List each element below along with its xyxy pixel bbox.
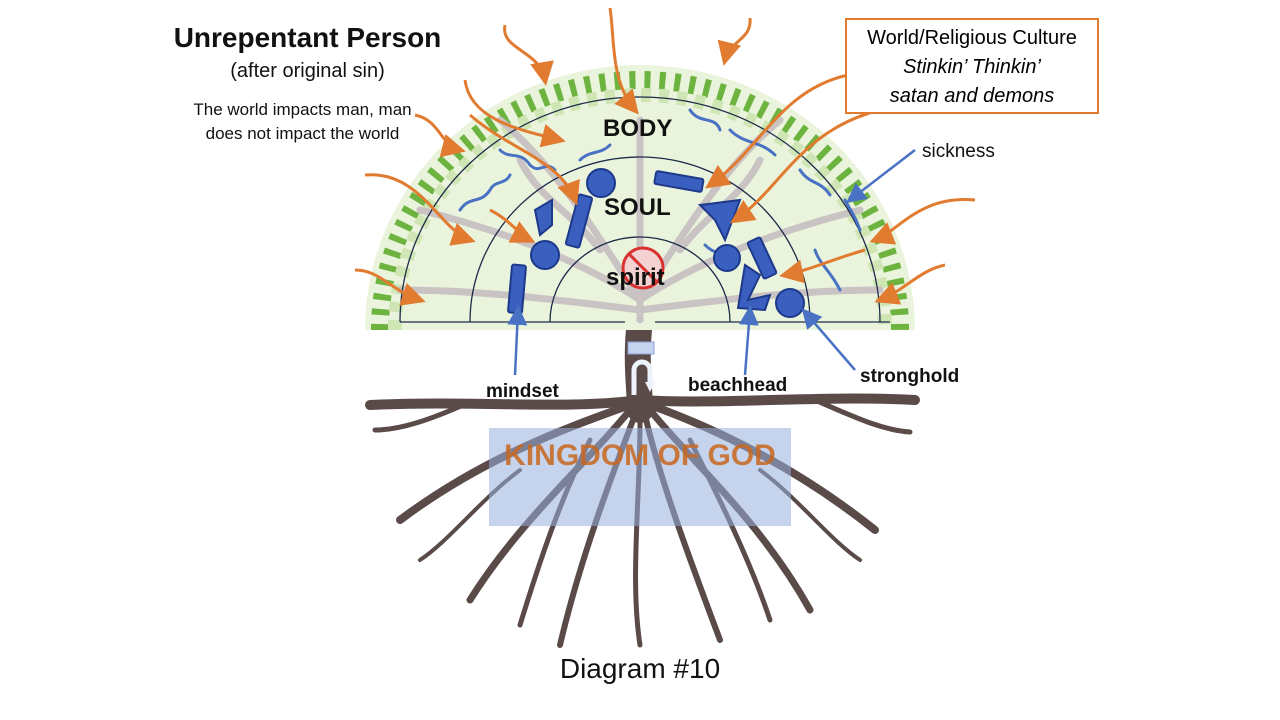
kingdom-box <box>489 428 791 526</box>
culture-line-3: satan and demons <box>889 85 1055 107</box>
impact-caption: The world impacts man, man does not impa… <box>193 100 412 143</box>
diagram-subtitle: (after original sin) <box>230 60 385 82</box>
ring-label-soul: SOUL <box>604 194 671 221</box>
culture-line-1: World/Religious Culture <box>867 27 1077 49</box>
no-entry-icon <box>621 246 665 290</box>
label-sickness: sickness <box>922 141 995 162</box>
u-turn-arrow-icon <box>627 341 655 395</box>
label-pointers <box>507 149 916 376</box>
label-beachhead: beachhead <box>688 375 788 396</box>
diagram-title: Unrepentant Person <box>173 22 442 53</box>
world-arrows <box>354 7 976 306</box>
rings <box>399 96 890 323</box>
label-stronghold: stronghold <box>860 366 960 387</box>
strongholds <box>507 168 805 318</box>
label-mindset: mindset <box>486 381 559 402</box>
ring-label-spirit: spirit <box>606 264 665 291</box>
culture-line-2: Stinkin’ Thinkin’ <box>903 56 1041 78</box>
culture-box: World/Religious Culture Stinkin’ Thinkin… <box>845 18 1099 114</box>
diagram-number: Diagram #10 <box>559 653 721 684</box>
kingdom-label: KINGDOM OF GOD <box>504 439 776 472</box>
ring-label-body: BODY <box>603 115 673 142</box>
